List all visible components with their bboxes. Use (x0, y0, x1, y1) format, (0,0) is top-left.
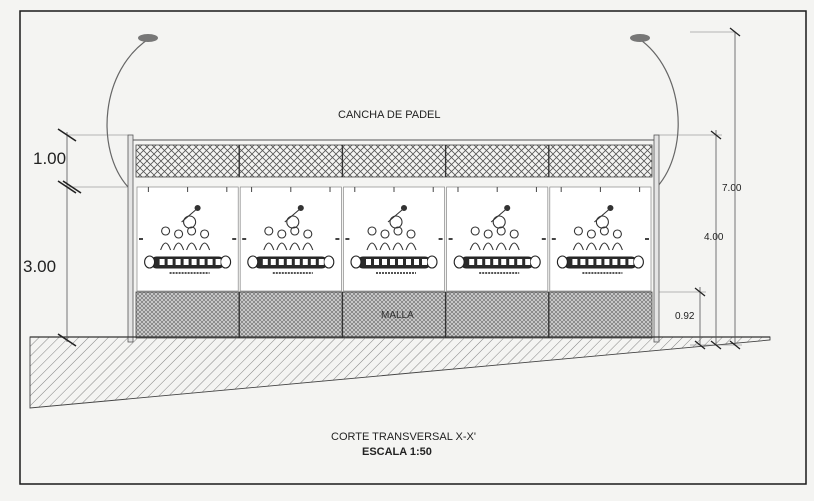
panel-logo (144, 204, 232, 274)
dimension-total-height: 7.00 (722, 183, 742, 194)
glass-panel (446, 186, 549, 292)
glass-panel (239, 186, 342, 292)
left-light-pole (106, 37, 151, 188)
glass-panel (136, 186, 239, 292)
left-post (127, 134, 134, 343)
panel-logo (556, 204, 644, 274)
section-title: CORTE TRANSVERSAL X-X' (331, 431, 476, 443)
upper-mesh-band (135, 144, 653, 178)
lower-mesh-fence (135, 291, 653, 339)
dimension-wall-height: 4.00 (704, 232, 724, 243)
fence-dividers (238, 292, 550, 338)
panel-logo (247, 204, 335, 274)
glass-panels (136, 186, 652, 292)
drawing-title: CANCHA DE PADEL (338, 109, 441, 121)
glass-panel (549, 186, 652, 292)
glass-panel (343, 186, 445, 292)
panel-logo (453, 204, 541, 274)
sheet-border (19, 10, 807, 485)
right-light-pole (637, 37, 679, 188)
ground-slab (29, 336, 771, 409)
right-lamp-head (630, 34, 650, 42)
scale-label: ESCALA 1:50 (362, 446, 432, 458)
upper-band-dividers (238, 145, 550, 177)
dimension-upper-band: 1.00 (33, 149, 67, 168)
dimension-base-height: 0.92 (675, 311, 695, 322)
dimension-lower-wall: 3.00 (23, 257, 57, 276)
fence-label: MALLA (381, 310, 414, 321)
left-lamp-head (138, 34, 158, 42)
panel-logo (350, 204, 438, 274)
right-post (653, 134, 660, 343)
